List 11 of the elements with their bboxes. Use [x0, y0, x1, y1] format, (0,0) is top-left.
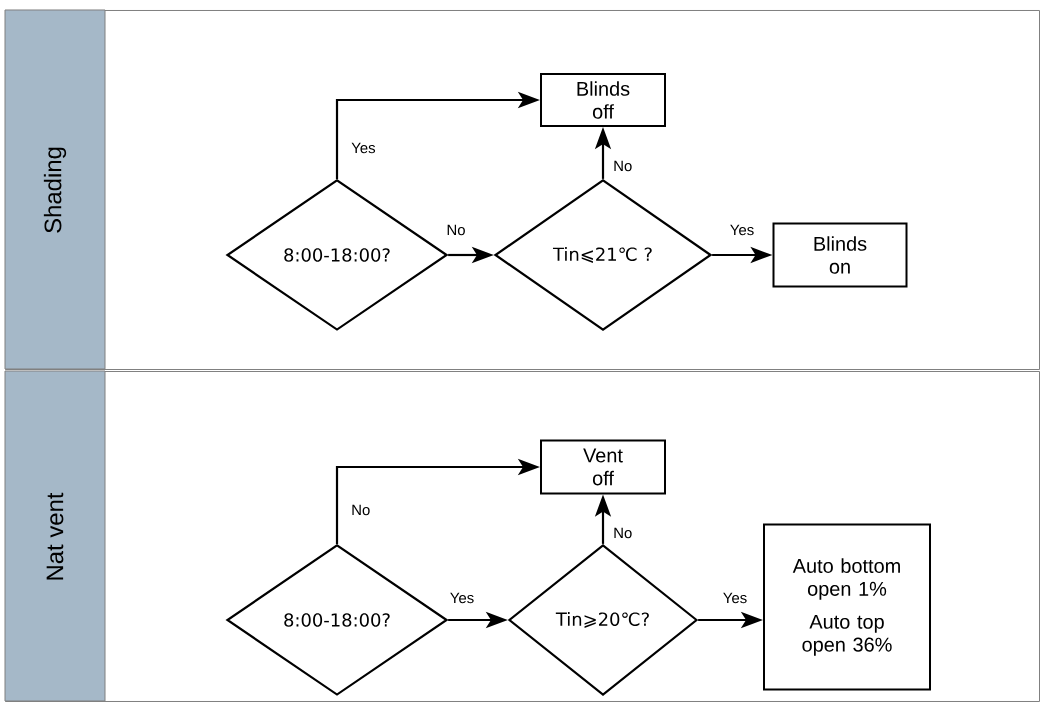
process-box: Auto bottom open 1% Auto top open 36% [763, 523, 931, 691]
edge-label: No [612, 526, 634, 540]
edge-label: No [612, 159, 634, 173]
edge-label: Yes [350, 141, 377, 155]
edge-label: Yes [728, 223, 756, 237]
edge-label: No [350, 503, 372, 517]
process-box: Vent off [540, 439, 666, 495]
edge-label: Yes [448, 591, 476, 605]
process-box: Blinds off [540, 73, 666, 127]
process-box: Blinds on [772, 222, 908, 288]
edge-label: Yes [721, 591, 749, 605]
